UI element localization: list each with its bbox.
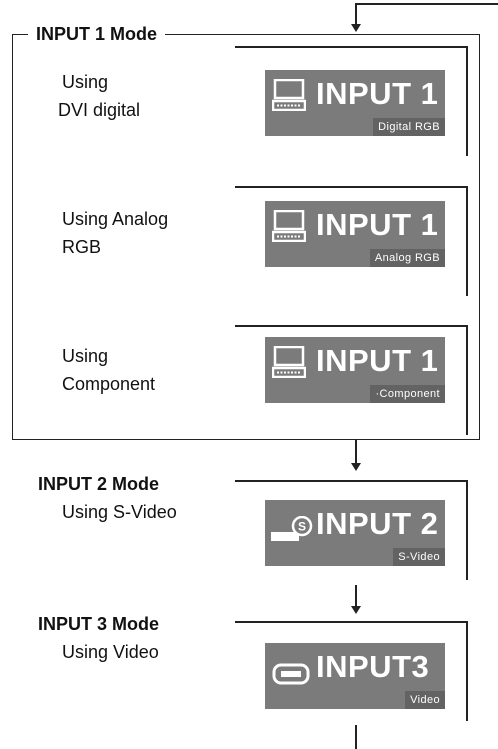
computer-icon	[272, 210, 306, 242]
computer-icon	[272, 79, 306, 111]
badge-sublabel: S-Video	[393, 548, 445, 566]
input1-analog-rgb-badge: INPUT 1 Analog RGB	[265, 201, 445, 267]
input3-video-badge: INPUT3 Video	[265, 643, 445, 709]
flow-connector	[355, 585, 357, 607]
badge-sublabel: ·Component	[370, 385, 445, 403]
flow-connector	[355, 440, 357, 464]
input1-mode-title: INPUT 1 Mode	[28, 22, 166, 46]
option-description-line: Using	[62, 346, 109, 366]
input2-mode-title: INPUT 2 Mode	[38, 474, 160, 494]
option-description-line: RGB	[62, 237, 102, 257]
badge-sublabel: Digital RGB	[373, 118, 445, 136]
option-bracket-side	[466, 46, 468, 156]
arrow-down-icon	[351, 24, 361, 32]
input2-s-video-badge: S INPUT 2 S-Video	[265, 500, 445, 566]
option-bracket-top	[235, 186, 467, 188]
svg-text:S: S	[298, 520, 306, 534]
input1-digital-rgb-badge: INPUT 1 Digital RGB	[265, 70, 445, 136]
option-bracket-top	[235, 325, 467, 327]
option-description-line: Component	[62, 374, 156, 394]
flow-connector	[355, 725, 357, 749]
input3-mode-title: INPUT 3 Mode	[38, 614, 160, 634]
badge-label: INPUT3	[316, 649, 430, 684]
input1-group-box	[12, 34, 480, 440]
input3-description: Using Video	[62, 642, 159, 662]
loop-connector-down	[355, 3, 357, 25]
badge-sublabel: Analog RGB	[369, 249, 445, 267]
arrow-down-icon	[351, 606, 361, 614]
option-bracket-top	[235, 621, 467, 623]
option-description-line: Using Analog	[62, 209, 169, 229]
option-description-line: DVI digital	[58, 100, 141, 120]
s-video-icon: S	[271, 516, 313, 541]
option-description: Using DVI digital	[58, 68, 140, 124]
badge-label: INPUT 2	[316, 506, 439, 541]
input1-component-badge: INPUT 1 ·Component	[265, 337, 445, 403]
option-bracket-side	[466, 480, 468, 580]
option-description: Using Component	[62, 342, 155, 398]
badge-label: INPUT 1	[316, 207, 439, 242]
computer-icon	[272, 346, 306, 378]
badge-label: INPUT 1	[316, 343, 439, 378]
badge-sublabel: Video	[405, 691, 445, 709]
badge-label: INPUT 1	[316, 76, 439, 111]
option-bracket-top	[235, 480, 467, 482]
option-bracket-side	[466, 621, 468, 721]
option-description-line: Using	[62, 72, 109, 92]
option-bracket-side	[466, 325, 468, 435]
option-bracket-top	[235, 46, 467, 48]
input2-description: Using S-Video	[62, 502, 177, 522]
video-icon	[272, 663, 310, 685]
arrow-down-icon	[351, 463, 361, 471]
option-bracket-side	[466, 186, 468, 296]
option-description: Using Analog RGB	[62, 205, 168, 261]
loop-connector-top	[355, 3, 498, 5]
